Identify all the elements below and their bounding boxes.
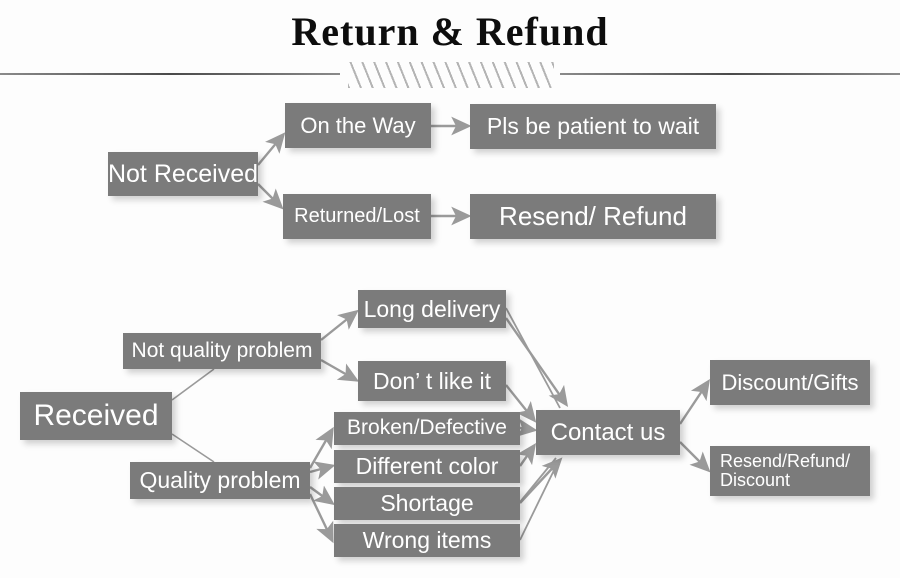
hatched-divider-icon [348,62,554,88]
node-resend-refund-discount[interactable]: Resend/Refund/ Discount [710,446,870,496]
node-not-received[interactable]: Not Received [108,152,258,196]
node-broken-defective[interactable]: Broken/Defective [334,412,520,445]
node-returned-lost[interactable]: Returned/Lost [283,194,431,239]
node-contact-us[interactable]: Contact us [536,410,680,455]
node-not-quality-problem[interactable]: Not quality problem [123,333,321,369]
divider-rule-left [0,73,340,75]
node-long-delivery[interactable]: Long delivery [358,290,506,328]
divider-rule-right [560,73,900,75]
header-divider [0,62,900,88]
node-pls-be-patient-to-wait[interactable]: Pls be patient to wait [470,104,716,149]
node-different-color[interactable]: Different color [334,450,520,483]
node-dont-like-it[interactable]: Don’ t like it [358,361,506,401]
node-discount-gifts[interactable]: Discount/Gifts [710,360,870,405]
node-wrong-items[interactable]: Wrong items [334,524,520,557]
node-received[interactable]: Received [20,392,172,440]
node-on-the-way[interactable]: On the Way [285,103,431,148]
node-shortage[interactable]: Shortage [334,487,520,520]
page-title: Return & Refund [291,9,609,54]
node-quality-problem[interactable]: Quality problem [130,462,310,499]
node-resend-refund[interactable]: Resend/ Refund [470,194,716,239]
